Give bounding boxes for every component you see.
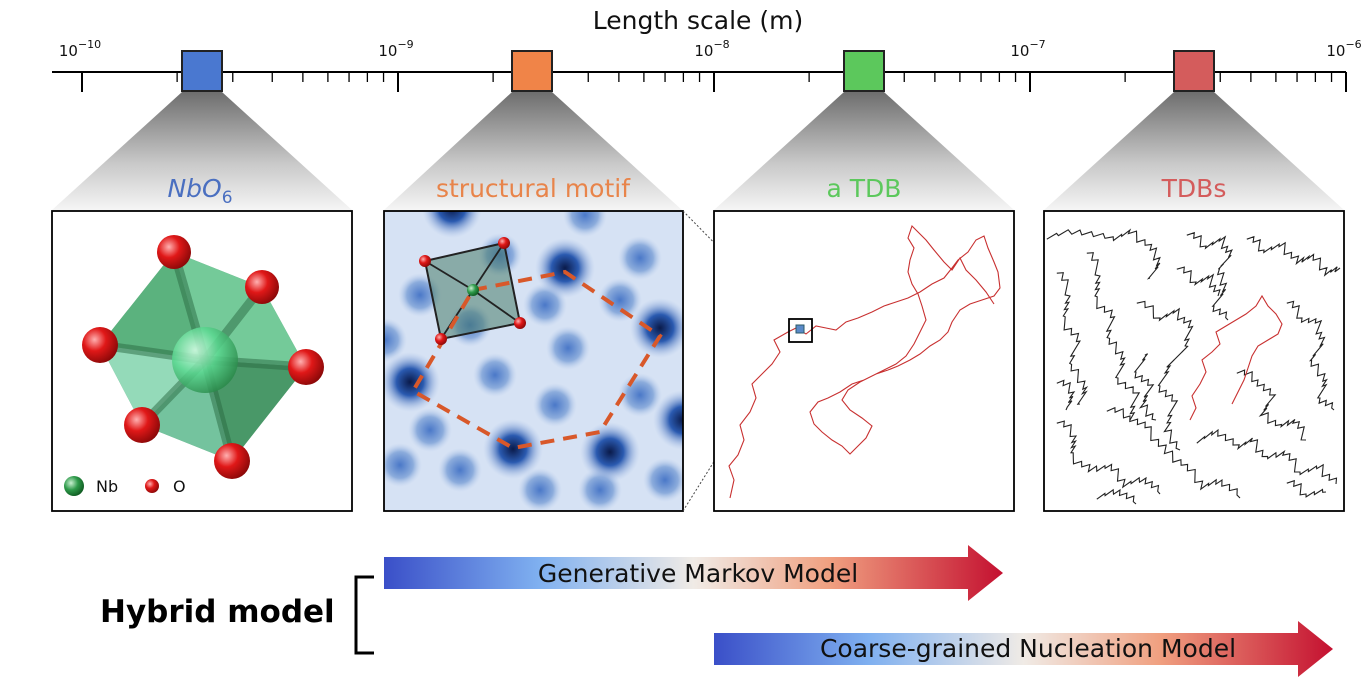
panel-title-tdbs: TDBs	[1161, 174, 1227, 203]
coarse-grained-nucleation-model-label: Coarse-grained Nucleation Model	[820, 634, 1236, 663]
image-blob	[598, 278, 642, 322]
tdb-boundary	[1186, 231, 1233, 321]
panel-structural-motif	[383, 210, 684, 512]
motif-polygon-dashed	[410, 269, 663, 451]
scale-markers	[181, 50, 1215, 92]
image-blob	[422, 211, 482, 238]
o-atom	[82, 327, 118, 363]
tdb-boundary	[1246, 235, 1341, 277]
single-tdb-boundary	[728, 224, 1001, 499]
tdb-boundary	[1133, 353, 1157, 421]
image-blob	[384, 443, 422, 487]
axis-title: Length scale (m)	[592, 6, 804, 35]
o-atom	[498, 237, 510, 249]
zoom-connector	[682, 210, 790, 320]
generative-markov-model-label: Generative Markov Model	[538, 559, 858, 588]
tdb-boundary	[1056, 420, 1161, 495]
o-atom	[435, 333, 447, 345]
tdb-boundary	[1086, 252, 1141, 421]
tdb-boundary	[1046, 228, 1161, 280]
image-blob	[563, 211, 607, 237]
highlighted-tdb	[1189, 294, 1283, 421]
o-legend-icon	[145, 479, 159, 493]
image-blob	[518, 468, 562, 511]
coarse-grained-nucleation-model-arrow: Coarse-grained Nucleation Model	[714, 621, 1333, 677]
panel-tdbs	[1043, 210, 1345, 512]
cone-motif	[384, 92, 682, 210]
image-blob	[653, 390, 683, 450]
image-blob	[580, 422, 640, 482]
zoom-box-motif	[795, 324, 805, 334]
tick-labels: 10−10 10−9 10−8 10−7 10−6	[59, 38, 1362, 60]
o-legend-label: O	[173, 477, 186, 496]
length-scale-axis: 10−10 10−9 10−8 10−7 10−6	[52, 38, 1362, 92]
hybrid-model-label: Hybrid model	[100, 594, 335, 630]
tdb-boundary	[1196, 428, 1338, 485]
tdb-boundary	[1106, 406, 1241, 499]
cone-tdb	[714, 92, 1014, 210]
model-arrows: Generative Markov Model Coarse-grained N…	[354, 545, 1333, 677]
cone-nbo6	[52, 92, 352, 210]
panel-title-nbo6: NbO6	[167, 174, 232, 208]
tick-label: 10−8	[694, 38, 729, 60]
cone-tdbs	[1044, 92, 1344, 210]
axis-ticks	[81, 72, 1347, 92]
nb-legend-label: Nb	[96, 477, 118, 496]
panel-title-tdb: a TDB	[827, 174, 902, 203]
scale-marker-2	[511, 50, 553, 92]
image-blob	[618, 236, 662, 280]
nb-atom	[172, 327, 238, 393]
tdb-boundary	[1176, 266, 1221, 297]
o-atom	[245, 270, 279, 304]
panel-title-motif: structural motif	[436, 174, 631, 203]
image-blob	[533, 383, 577, 427]
image-blob	[546, 326, 590, 370]
o-atom	[288, 349, 324, 385]
scale-marker-3	[843, 50, 885, 92]
image-blob	[473, 353, 517, 397]
tick-label: 10−10	[59, 38, 101, 60]
image-blob	[643, 458, 683, 502]
o-atom	[419, 255, 431, 267]
atom-legend: Nb O	[64, 476, 186, 496]
tdb-boundary	[1056, 272, 1089, 405]
scale-marker-1	[181, 50, 223, 92]
hybrid-bracket	[354, 575, 374, 655]
zoom-connector	[682, 341, 790, 512]
image-blob	[630, 298, 683, 358]
zoom-box	[788, 318, 813, 343]
tick-label: 10−7	[1010, 38, 1045, 60]
panel-nbo6: Nb O	[51, 210, 353, 512]
panel-title-nbo6-subscript: 6	[222, 188, 233, 208]
scale-marker-4	[1173, 50, 1215, 92]
o-atom	[157, 235, 191, 269]
tick-label: 10−9	[378, 38, 413, 60]
tdb-network	[1046, 228, 1341, 505]
image-blob	[535, 238, 595, 298]
tdb-boundary	[1096, 488, 1137, 505]
o-atom	[214, 443, 250, 479]
o-atom	[124, 407, 160, 443]
image-blob	[408, 408, 452, 452]
nb-legend-icon	[64, 476, 84, 496]
projection-cones	[52, 92, 1344, 210]
stem-image	[384, 211, 683, 511]
image-blob	[483, 419, 543, 479]
tdb-boundary	[1286, 300, 1335, 411]
octahedron-illustration	[82, 235, 324, 479]
o-atom	[514, 317, 526, 329]
image-blob	[438, 448, 482, 492]
panel-a-tdb	[713, 210, 1015, 512]
tdb-boundary	[1286, 479, 1327, 498]
generative-markov-model-arrow: Generative Markov Model	[384, 545, 1003, 601]
image-blob	[384, 318, 407, 362]
tdb-boundary	[1056, 379, 1076, 411]
tick-label: 10−6	[1326, 38, 1361, 60]
nb-atom	[467, 284, 479, 296]
tdb-boundary	[1236, 369, 1307, 441]
tdb-boundary	[1136, 300, 1194, 451]
